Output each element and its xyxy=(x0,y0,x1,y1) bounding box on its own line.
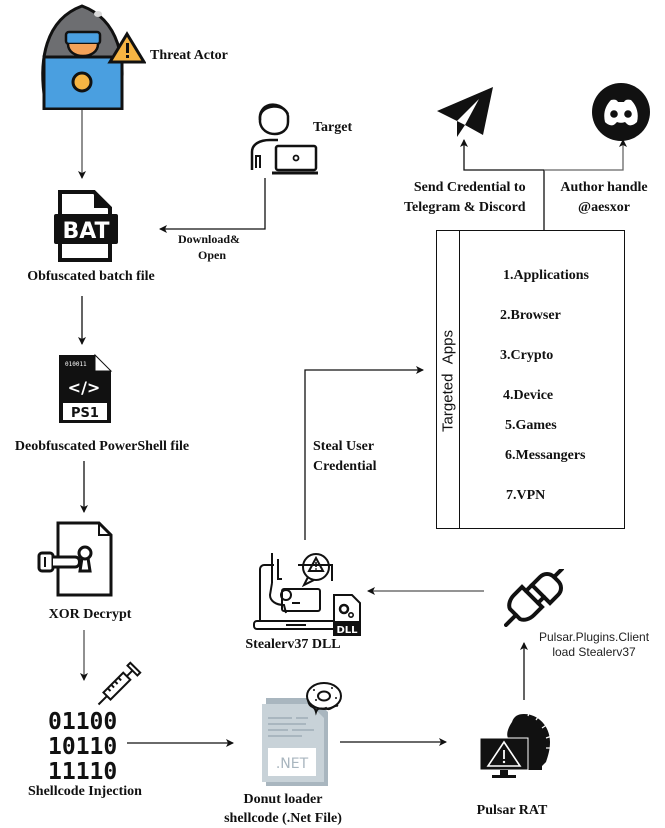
targeted-app-item: 3.Crypto xyxy=(500,348,554,363)
binary-row: 01100 xyxy=(48,709,118,735)
bat-icon-text: BAT xyxy=(62,219,109,244)
plugin-label-line1: Pulsar.Plugins.Client xyxy=(539,630,650,644)
trojan-horse-monitor-icon xyxy=(480,709,552,778)
steal-line2: Credential xyxy=(313,459,377,474)
binary-row: 11110 xyxy=(48,759,118,785)
author-line1: Author handle xyxy=(560,180,648,195)
download-open-line2: Open xyxy=(198,248,227,262)
targeted-app-item: 5.Games xyxy=(505,418,557,433)
download-open-label: Download& Open xyxy=(178,231,240,263)
plugin-label-line2: load Stealerv37 xyxy=(552,645,636,659)
edge-exfil-to-telegram xyxy=(460,139,544,171)
send-line1: Send Credential to xyxy=(413,180,526,195)
plug-icon xyxy=(504,569,564,627)
edge-stealer-to-apps xyxy=(304,366,424,540)
laptop-card-theft-icon: DLL xyxy=(253,553,361,636)
shellcode-label: Shellcode Injection xyxy=(28,784,142,799)
ps1-file-icon: 010011 </> PS1 xyxy=(59,353,113,423)
author-handle-label: Author handle @aesxor xyxy=(560,178,647,218)
stealer-dll-label: Stealerv37 DLL xyxy=(245,637,341,652)
pulsar-rat-label: Pulsar RAT xyxy=(476,803,548,818)
box-divider xyxy=(459,231,460,528)
dll-icon-text: DLL xyxy=(336,625,358,636)
dotnet-icon-text: .NET xyxy=(276,756,309,772)
binary-code-icon: 01100 10110 11110 xyxy=(48,710,117,785)
steal-line1: Steal User xyxy=(313,439,375,454)
donut-label-line2: shellcode (.Net File) xyxy=(224,811,342,826)
author-line2: @aesxor xyxy=(578,200,630,215)
donut-label-line1: Donut loader xyxy=(243,792,323,807)
user-laptop-icon xyxy=(250,103,318,175)
binary-row: 10110 xyxy=(48,734,118,760)
powershell-label: Deobfuscated PowerShell file xyxy=(14,439,190,454)
ps1-icon-bits: 010011 xyxy=(65,361,87,368)
send-line2: Telegram & Discord xyxy=(404,200,526,215)
xor-decrypt-label: XOR Decrypt xyxy=(48,607,132,622)
edge-target-to-batch xyxy=(159,178,266,233)
edge-exfil-to-discord xyxy=(544,139,627,171)
download-open-line1: Download& xyxy=(178,232,241,246)
donut-loader-label: Donut loader shellcode (.Net File) xyxy=(224,790,342,828)
dotnet-file-donut-icon: .NET xyxy=(262,682,342,786)
syringe-icon xyxy=(97,661,142,706)
discord-icon xyxy=(592,83,650,141)
targeted-app-item: 4.Device xyxy=(503,388,554,403)
hacker-laptop-icon xyxy=(41,4,146,110)
key-document-icon xyxy=(37,521,113,597)
steal-credential-label: Steal User Credential xyxy=(313,437,377,477)
targeted-app-item: 2.Browser xyxy=(500,308,561,323)
ps1-icon-text: PS1 xyxy=(71,406,99,421)
target-label: Target xyxy=(313,120,353,135)
targeted-app-item: 7.VPN xyxy=(506,488,546,503)
telegram-icon xyxy=(437,87,493,137)
targeted-apps-box: Targeted Apps 1.Applications 2.Browser 3… xyxy=(436,230,625,529)
batch-file-label: Obfuscated batch file xyxy=(27,269,155,284)
plugin-label: Pulsar.Plugins.Client load Stealerv37 xyxy=(539,630,649,660)
targeted-app-item: 1.Applications xyxy=(503,268,589,283)
bat-file-icon: BAT xyxy=(54,190,118,262)
send-credential-label: Send Credential to Telegram & Discord xyxy=(404,178,526,218)
threat-actor-label: Threat Actor xyxy=(150,48,228,63)
targeted-apps-title: Targeted Apps xyxy=(439,330,457,432)
ps1-icon-code: </> xyxy=(68,378,101,397)
targeted-app-item: 6.Messangers xyxy=(505,448,586,463)
